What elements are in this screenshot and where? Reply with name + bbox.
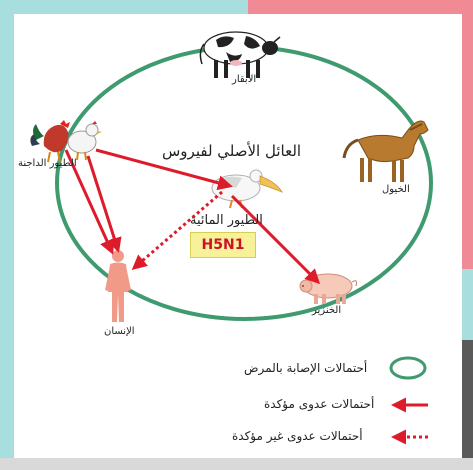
cattle-label: الأبقار xyxy=(232,74,257,85)
cow-icon xyxy=(199,31,281,78)
human-figure-icon xyxy=(105,250,131,322)
arrow-poultry-to-human-2 xyxy=(86,155,122,253)
legend-solid-label: أحتمالات عدوى مؤكدة xyxy=(264,397,375,411)
arrow-poultry-to-waterfowl-area xyxy=(95,148,233,191)
legend-circle-label: أحتمالات الإصابة بالمرض xyxy=(244,361,368,375)
pig-icon xyxy=(299,270,358,304)
horse-icon xyxy=(342,120,429,182)
frame-right-gray xyxy=(462,340,473,470)
virus-badge: H5N1 xyxy=(190,232,256,258)
frame-top-right xyxy=(248,0,473,14)
humans-label: الإنسان xyxy=(104,326,135,337)
frame-bottom-gray xyxy=(0,458,473,470)
arrow-poultry-to-human xyxy=(64,149,114,255)
center-title: العائل الأصلي لفيروس xyxy=(162,142,302,160)
rooster-icon xyxy=(30,120,70,163)
arrow-waterfowl-to-human-dotted xyxy=(131,190,223,270)
waterfowl-label: الطيور المائية xyxy=(190,213,263,228)
legend-circle-icon xyxy=(389,356,427,380)
poultry-label: الطيور الداجنة xyxy=(18,158,77,169)
pigs-label: الخنزير xyxy=(312,305,342,316)
legend-dotted-label: أحتمالات عدوى غير مؤكدة xyxy=(232,429,363,443)
pelican-icon xyxy=(211,169,283,209)
hen-icon xyxy=(67,121,102,161)
horses-label: الخيول xyxy=(382,184,410,195)
arrow-waterfowl-to-pig xyxy=(230,194,321,285)
